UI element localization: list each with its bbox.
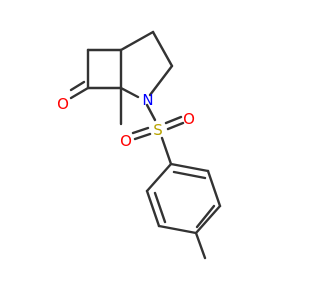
bond-s-o-left-2: [133, 132, 152, 141]
bond-s-aryl: [160, 136, 173, 166]
bond-ring5-c: [148, 64, 174, 97]
bond-benzene-inner-2: [195, 204, 216, 229]
bond-s-o-left-1: [131, 126, 150, 135]
bond-ketone-1: [69, 86, 90, 100]
structure-canvas: O N S O O: [57, 30, 222, 260]
bond-s-o-right-1: [164, 115, 183, 125]
bond-n-s: [145, 103, 157, 122]
atom-oxygen-sulfonyl-right: O: [183, 110, 195, 128]
bond-benzene-1: [145, 162, 173, 193]
bond-benzene-3: [157, 224, 198, 235]
bond-ring5-d: [119, 86, 140, 99]
bond-benzene-4: [194, 204, 222, 235]
atom-nitrogen: N: [142, 91, 153, 109]
bond-ring5-b: [151, 30, 174, 68]
bond-benzene-5: [206, 169, 222, 208]
bond-ring5-a: [119, 30, 155, 52]
bond-benzene-6: [169, 162, 210, 173]
bond-ketone-2: [69, 80, 86, 92]
bond-benzene-inner-1: [153, 191, 167, 224]
molecule-diagram: O N S O O: [57, 30, 222, 260]
atom-oxygen-sulfonyl-left: O: [120, 132, 132, 150]
bond-benzene-2: [145, 189, 161, 228]
bond-methyl-para: [194, 231, 207, 260]
bond-s-o-right-2: [166, 121, 185, 131]
bond-benzene-inner-3: [172, 170, 207, 180]
atom-sulfur: S: [153, 121, 163, 139]
atom-oxygen-ketone: O: [57, 95, 69, 113]
